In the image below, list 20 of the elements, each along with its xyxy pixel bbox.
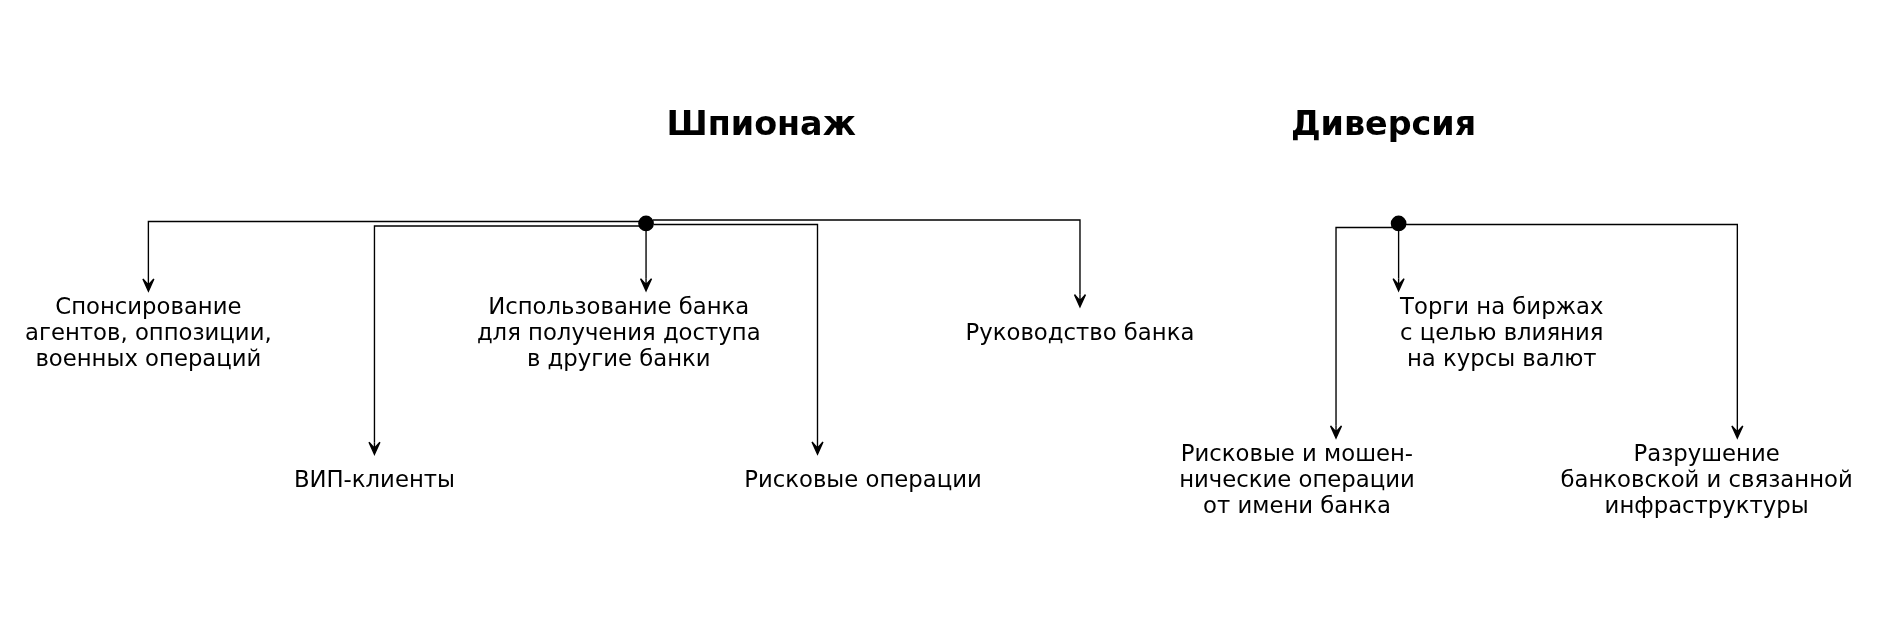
arrow bbox=[1392, 229, 1405, 291]
node-text: Руководство банка bbox=[965, 318, 1195, 345]
node-circle bbox=[638, 215, 654, 231]
arrow bbox=[639, 229, 653, 291]
arrow bbox=[652, 223, 824, 455]
node-label: Диверсия bbox=[1290, 103, 1477, 143]
arrow bbox=[1329, 226, 1394, 439]
node-label: Шпионаж bbox=[666, 103, 856, 143]
node-text: Рисковые и мошен- нические операции от имени банка bbox=[1179, 439, 1415, 518]
arrow bbox=[142, 220, 640, 292]
arrow bbox=[1405, 223, 1744, 439]
arrow bbox=[368, 224, 641, 455]
arrow bbox=[652, 218, 1087, 307]
node-circle bbox=[1390, 215, 1407, 231]
node-text: Торги на биржах с целью влияния на курсы валют bbox=[1400, 292, 1604, 371]
node-text: Рисковые операции bbox=[744, 465, 982, 492]
node-text: Спонсирование агентов, оппозиции, военных операций bbox=[25, 292, 272, 371]
node-text: Разрушение банковской и связанной инфраструктуры bbox=[1560, 439, 1853, 518]
node-text: ВИП-клиенты bbox=[293, 465, 456, 492]
node-text: Использование банка для получения доступа в другие банки bbox=[476, 292, 761, 371]
